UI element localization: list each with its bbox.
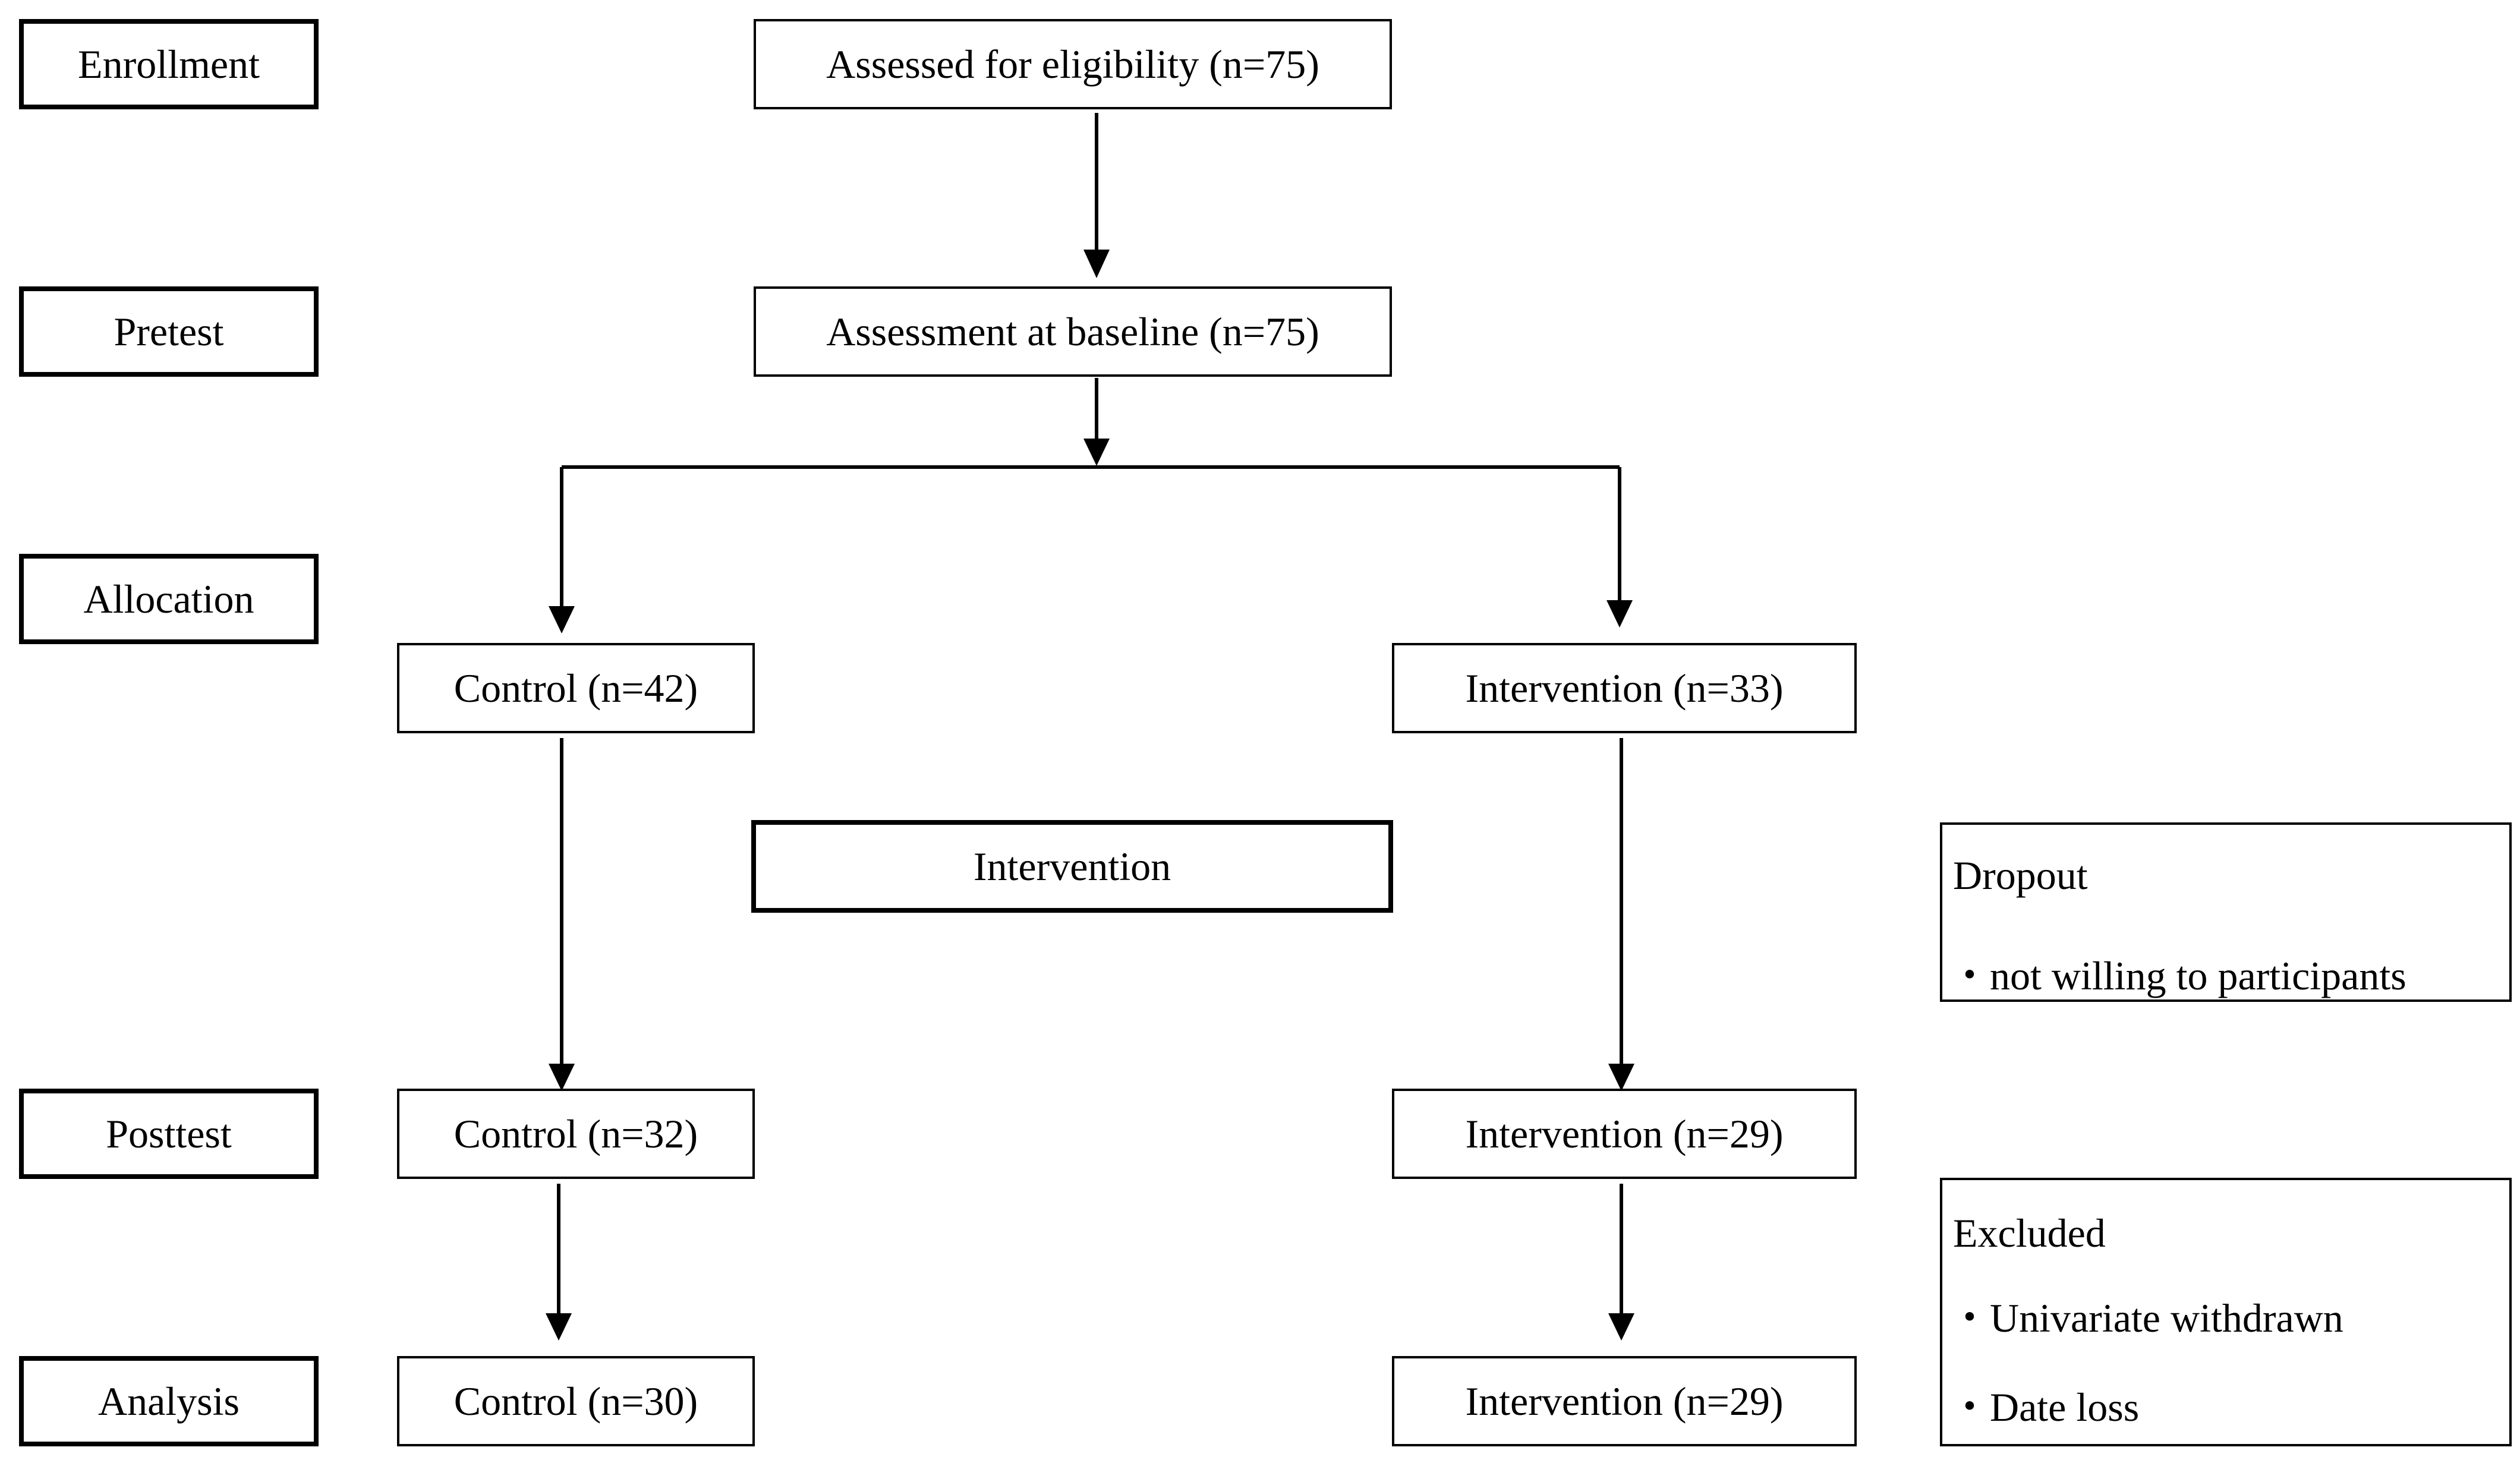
stage-analysis-label: Analysis: [98, 1378, 240, 1424]
node-control-analysis-label: Control (n=30): [453, 1378, 698, 1424]
stage-posttest-label: Posttest: [106, 1111, 232, 1156]
excluded-note: Excluded ・Univariate withdrawn ・Date los…: [1940, 1178, 2512, 1446]
node-control-posttest: Control (n=32): [397, 1089, 755, 1179]
arrowhead: [546, 1313, 572, 1341]
arrowhead: [1608, 1313, 1634, 1341]
arrowhead: [549, 1064, 575, 1091]
node-intervention-allocation: Intervention (n=33): [1392, 643, 1857, 733]
dropout-title: Dropout: [1953, 853, 2088, 898]
stage-analysis: Analysis: [19, 1356, 319, 1446]
excluded-title: Excluded: [1953, 1210, 2106, 1256]
arrowhead: [549, 606, 575, 633]
node-intervention-post-label: Intervention (n=29): [1465, 1111, 1784, 1156]
dropout-note: Dropout ・not willing to participants: [1940, 822, 2512, 1002]
arrowhead: [1608, 1064, 1634, 1091]
node-baseline-label: Assessment at baseline (n=75): [826, 308, 1319, 354]
node-intervention-posttest: Intervention (n=29): [1392, 1089, 1857, 1179]
node-intervention-alloc-label: Intervention (n=33): [1465, 665, 1784, 711]
excluded-item: ・Univariate withdrawn: [1949, 1295, 2343, 1341]
stage-allocation: Allocation: [19, 554, 319, 644]
arrowhead: [1083, 250, 1110, 278]
stage-posttest: Posttest: [19, 1089, 319, 1179]
node-intervention-analysis-label: Intervention (n=29): [1465, 1378, 1784, 1424]
excluded-item: ・Date loss: [1949, 1385, 2140, 1430]
stage-enrollment: Enrollment: [19, 19, 319, 109]
dropout-item: ・not willing to participants: [1949, 953, 2406, 998]
node-control-allocation: Control (n=42): [397, 643, 755, 733]
stage-enrollment-label: Enrollment: [78, 41, 260, 87]
node-intervention-label-text: Intervention: [973, 843, 1171, 889]
stage-pretest-label: Pretest: [114, 308, 224, 354]
stage-pretest: Pretest: [19, 286, 319, 377]
node-control-alloc-label: Control (n=42): [453, 665, 698, 711]
arrowhead: [1083, 439, 1110, 466]
node-intervention-analysis: Intervention (n=29): [1392, 1356, 1857, 1446]
arrowhead: [1606, 600, 1633, 628]
stage-allocation-label: Allocation: [83, 576, 254, 622]
node-control-post-label: Control (n=32): [453, 1111, 698, 1156]
node-control-analysis: Control (n=30): [397, 1356, 755, 1446]
node-intervention-label: Intervention: [751, 820, 1393, 913]
node-assessed-for-eligibility: Assessed for eligibility (n=75): [754, 19, 1392, 109]
node-assessed-label: Assessed for eligibility (n=75): [826, 41, 1319, 87]
node-assessment-at-baseline: Assessment at baseline (n=75): [754, 286, 1392, 377]
